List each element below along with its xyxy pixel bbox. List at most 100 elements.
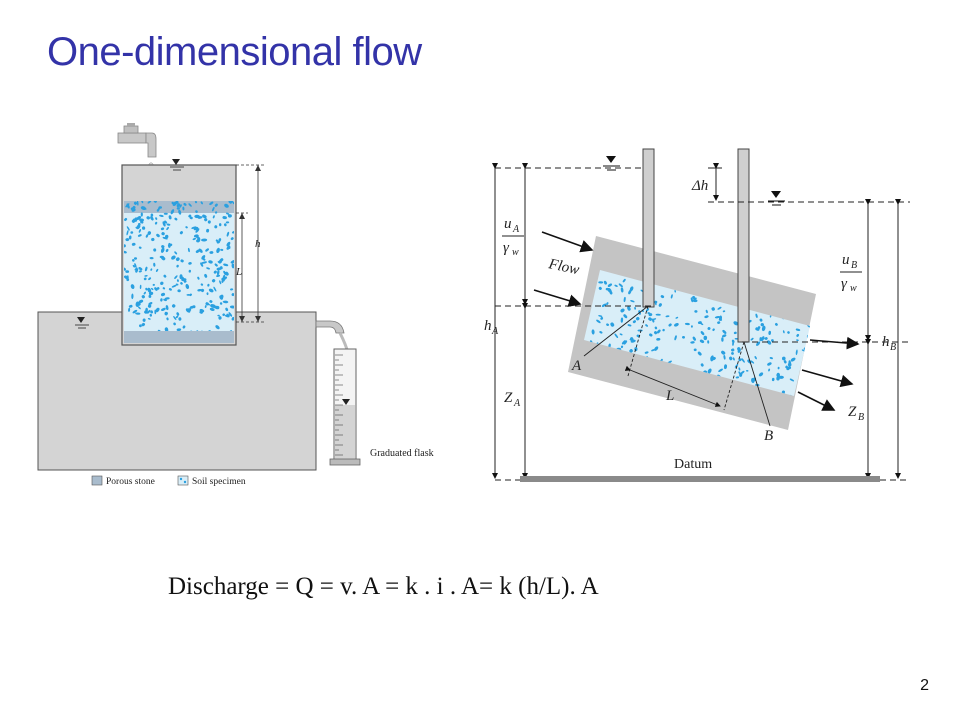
soil-particle (144, 275, 148, 277)
soil-particle (690, 297, 694, 303)
soil-particle (166, 223, 171, 226)
soil-particle (614, 284, 618, 287)
svg-text:B: B (890, 342, 896, 353)
soil-particle (216, 247, 220, 254)
soil-particle (232, 201, 234, 205)
soil-particle (186, 308, 192, 312)
soil-particle (704, 315, 709, 319)
standpipe-b (737, 148, 750, 343)
svg-text:u: u (504, 216, 512, 232)
soil-particle (634, 306, 637, 310)
soil-particle (135, 312, 141, 315)
soil-particle (801, 349, 805, 352)
soil-particle (793, 282, 796, 287)
soil-particle (735, 376, 740, 379)
soil-particle (722, 310, 726, 313)
soil-particle (186, 294, 191, 296)
label-L: L (235, 266, 242, 278)
svg-text:B: B (851, 260, 857, 271)
soil-particle (623, 340, 628, 345)
soil-particle (629, 286, 634, 292)
soil-particle (776, 372, 781, 378)
soil-particle (694, 310, 698, 313)
soil-particle (770, 339, 774, 342)
soil-particle (216, 240, 220, 244)
soil-particle (229, 305, 234, 309)
soil-particle (153, 201, 157, 203)
soil-particle (165, 305, 169, 311)
soil-particle (191, 226, 197, 229)
soil-particle (216, 270, 220, 276)
soil-particle (682, 335, 685, 339)
soil-particle (200, 283, 204, 286)
soil-particle (155, 268, 159, 272)
soil-particle (788, 360, 792, 366)
soil-particle (202, 258, 206, 261)
soil-particle (692, 336, 696, 341)
label-flow: Flow (546, 256, 580, 278)
soil-particle (160, 247, 165, 253)
soil-particle (208, 288, 214, 293)
label-point-A: A (571, 358, 582, 374)
soil-particle (174, 275, 178, 279)
soil-particle (147, 201, 152, 204)
soil-particle (183, 202, 187, 206)
soil-particle (721, 350, 726, 355)
soil-particle (182, 325, 186, 329)
soil-particle (714, 316, 721, 319)
soil-particle (587, 386, 593, 389)
soil-particle (185, 283, 190, 290)
soil-particle (138, 306, 141, 310)
soil-particle (148, 302, 153, 306)
soil-particle (690, 341, 695, 344)
soil-particle (635, 316, 640, 321)
soil-particle (151, 237, 155, 242)
soil-particle (214, 203, 218, 207)
svg-text:Z: Z (848, 404, 857, 420)
soil-particle (674, 335, 677, 341)
soil-particle (188, 203, 192, 207)
soil-particle (225, 307, 229, 312)
soil-particle (143, 277, 147, 281)
soil-particle (130, 231, 134, 234)
soil-particle (200, 201, 203, 205)
soil-particle (174, 251, 178, 255)
soil-particle (717, 321, 721, 324)
soil-particle (761, 325, 766, 332)
soil-particle (141, 207, 147, 210)
water-level-icon (603, 156, 620, 171)
soil-particle (202, 261, 207, 264)
soil-particle (600, 316, 604, 320)
soil-particle (200, 262, 204, 267)
soil-particle (133, 257, 138, 260)
soil-particle (690, 325, 693, 328)
soil-particle (737, 349, 741, 353)
soil-particle (164, 234, 169, 239)
soil-particle (219, 280, 222, 285)
soil-particle (160, 281, 164, 286)
soil-particle (598, 286, 602, 290)
soil-particle (202, 214, 207, 219)
soil-particle (159, 214, 164, 217)
svg-text:w: w (512, 247, 519, 258)
soil-particle (141, 226, 146, 230)
soil-particle (648, 317, 652, 321)
soil-particle (618, 283, 623, 288)
slide-title: One-dimensional flow (47, 30, 422, 74)
soil-particle (600, 391, 604, 395)
soil-particle (130, 284, 135, 290)
soil-particle (649, 396, 654, 399)
soil-particle (767, 362, 772, 366)
soil-particle (124, 267, 126, 271)
soil-particle (692, 295, 696, 299)
soil-particle (131, 242, 136, 246)
soil-particle (811, 348, 814, 351)
soil-particle (750, 360, 755, 364)
soil-sample (584, 270, 810, 396)
soil-particle (142, 318, 146, 322)
soil-particle (606, 323, 610, 326)
outlet-spout (315, 320, 345, 334)
soil-particle (231, 263, 234, 269)
standpipe-a (642, 148, 655, 308)
soil-particle (126, 203, 130, 209)
